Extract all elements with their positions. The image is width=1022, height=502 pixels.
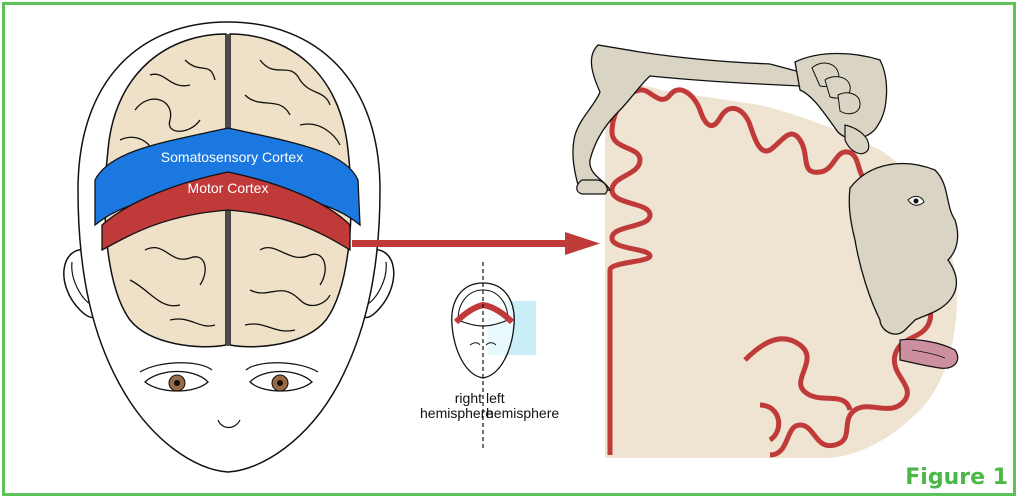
right-hemisphere-label: right hemisphere [420,391,482,421]
right-word: right [420,391,482,406]
left-word: left [486,391,576,406]
right-hemisphere-word: hemisphere [420,406,482,421]
somatosensory-label: Somatosensory Cortex [161,149,303,165]
left-hemisphere-word: hemisphere [486,406,576,421]
figure-label: Figure 1 [905,465,1008,490]
arrow [352,232,600,255]
left-hemisphere-label: left hemisphere [486,391,576,421]
foot [577,180,607,194]
motor-label: Motor Cortex [188,180,269,196]
